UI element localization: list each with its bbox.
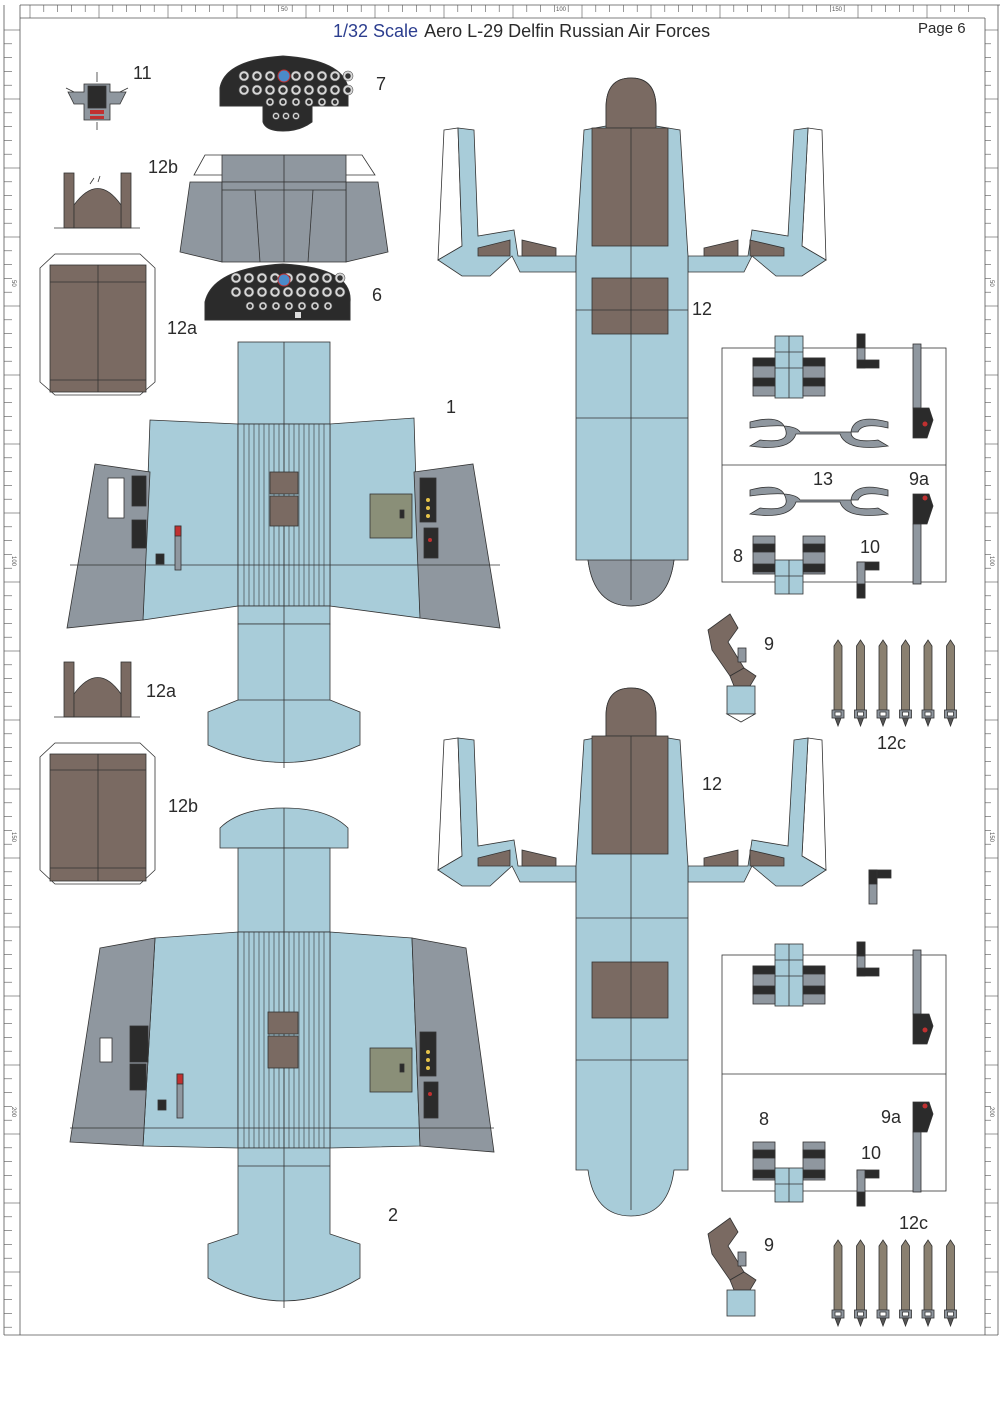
ruler-left-100: 100 [10, 556, 16, 567]
instrument-dials [230, 272, 346, 311]
label-part-8-bottom: 8 [759, 1109, 769, 1129]
part-group-8-9a-10-bottom [721, 869, 947, 1207]
part-6-instrument-panel [204, 263, 351, 321]
part-9-top [707, 613, 757, 723]
label-part-1: 1 [446, 397, 456, 417]
label-part-7: 7 [376, 74, 386, 94]
part-11 [65, 72, 129, 130]
label-part-10-bottom: 10 [861, 1143, 881, 1163]
label-part-10-top: 10 [860, 537, 880, 557]
ruler-top-150: 150 [832, 7, 843, 13]
part-12b-seat-back-top [54, 172, 140, 229]
part-12-cockpit-tub-bottom [437, 687, 827, 1217]
ruler-right-150: 150 [988, 832, 994, 843]
part-1-cockpit-floor [66, 341, 501, 768]
part-12a-seat-cushion-top [39, 253, 156, 396]
ruler-top-100: 100 [556, 7, 567, 13]
label-part-11: 11 [133, 63, 152, 83]
part-7-instrument-panel [219, 55, 354, 132]
page-title: 1/32 Scale Aero L-29 Delfin Russian Air F… [333, 21, 710, 41]
ruler-top-50: 50 [281, 7, 288, 13]
label-part-13: 13 [813, 469, 833, 489]
label-part-12-top: 12 [692, 299, 712, 319]
ruler-left-50: 50 [10, 280, 16, 287]
label-part-9a-top: 9a [909, 469, 930, 489]
part-coaming-grey [179, 154, 389, 263]
label-part-12-bottom: 12 [702, 774, 722, 794]
label-part-12a-top: 12a [167, 318, 198, 338]
label-part-12a-mid: 12a [146, 681, 177, 701]
part-12c-straps-bottom [831, 1239, 957, 1328]
label-part-8-top: 8 [733, 546, 743, 566]
instrument-dials [238, 69, 354, 120]
ruler-right-200: 200 [988, 1107, 994, 1118]
part-group-13-8-9a-10-top [721, 333, 947, 599]
label-part-6: 6 [372, 285, 382, 305]
label-part-9-top: 9 [764, 634, 774, 654]
label-part-12b-top: 12b [148, 157, 178, 177]
floor-stripes [243, 932, 325, 1148]
label-part-9a-bottom: 9a [881, 1107, 902, 1127]
label-part-12c-top: 12c [877, 733, 906, 753]
part-9-bottom [707, 1217, 757, 1317]
ruler-frame [3, 4, 1000, 1336]
part-12-cockpit-tub-top [437, 77, 827, 607]
part-12b-seat-cushion-mid [39, 742, 156, 885]
label-part-9-bottom: 9 [764, 1235, 774, 1255]
model-title-text: Aero L-29 Delfin Russian Air Forces [424, 21, 710, 41]
label-part-2: 2 [388, 1205, 398, 1225]
part-2-cockpit-floor [69, 807, 495, 1308]
page-number: Page 6 [918, 20, 966, 37]
label-part-12c-bottom: 12c [899, 1213, 928, 1233]
ruler-right-50: 50 [988, 280, 994, 287]
part-12c-straps-top [831, 639, 957, 728]
ruler-ticks [4, 5, 998, 1328]
ruler-left-200: 200 [10, 1107, 16, 1118]
ruler-left-150: 150 [10, 832, 16, 843]
part-12a-seat-back-mid [54, 661, 140, 718]
scale-text: 1/32 Scale [333, 21, 418, 41]
ruler-right-100: 100 [988, 556, 994, 567]
label-part-12b-mid: 12b [168, 796, 198, 816]
